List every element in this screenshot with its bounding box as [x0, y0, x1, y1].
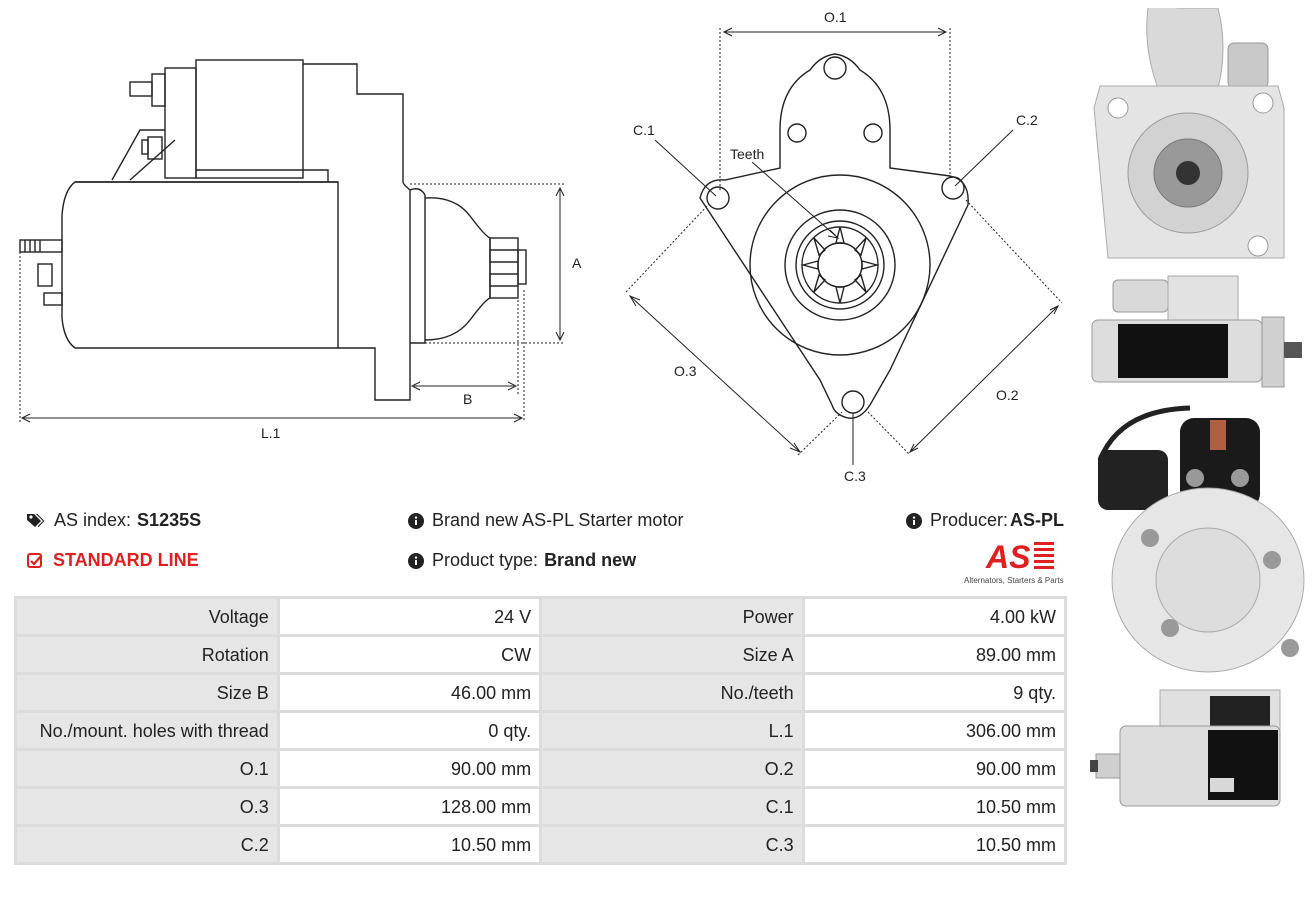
spec-key: Voltage [17, 599, 277, 634]
dim-label-teeth: Teeth [730, 146, 764, 162]
side-view-drawing: A B L.1 [19, 59, 582, 441]
as-index-label: AS index: [54, 510, 132, 530]
dim-label-o2: O.2 [996, 387, 1019, 403]
logo-mark: AS [985, 539, 1054, 575]
spec-key: O.1 [17, 751, 277, 786]
dim-label-o1: O.1 [824, 9, 847, 25]
spec-value: 24 V [279, 599, 540, 634]
standard-line-label: STANDARD LINE [53, 550, 199, 570]
product-photo-front[interactable] [1088, 8, 1288, 270]
spec-value: 46.00 mm [279, 675, 540, 710]
logo-tagline: Alternators, Starters & Parts [964, 576, 1064, 585]
spec-key: Power [542, 599, 802, 634]
checkbox-icon [27, 552, 43, 569]
spec-key: Size B [17, 675, 277, 710]
dim-label-b: B [463, 391, 472, 407]
producer: Producer: AS-PL [906, 510, 1064, 531]
product-type-value: Brand new [544, 550, 637, 570]
as-pl-logo: AS Alternators, Starters & Parts [964, 538, 1068, 585]
spec-key: C.2 [17, 827, 277, 862]
as-index: AS index: S1235S [26, 510, 201, 531]
info-circle-icon [408, 512, 424, 529]
spec-value: 10.50 mm [279, 827, 540, 862]
info-circle-icon [408, 552, 424, 569]
dim-label-c3: C.3 [844, 468, 866, 484]
product-type: Product type: Brand new [408, 550, 636, 571]
dim-label-c1: C.1 [633, 122, 655, 138]
spec-value: CW [279, 637, 540, 672]
description: Brand new AS-PL Starter motor [408, 510, 683, 531]
description-text: Brand new AS-PL Starter motor [432, 510, 684, 530]
spec-key: C.3 [542, 827, 802, 862]
dim-label-l1: L.1 [261, 425, 281, 441]
dim-label-a: A [572, 255, 582, 271]
spec-value: 10.50 mm [804, 827, 1064, 862]
producer-label: Producer: [930, 510, 1009, 530]
spec-value: 89.00 mm [804, 637, 1064, 672]
spec-key: No./teeth [542, 675, 802, 710]
product-photo-side[interactable] [1088, 272, 1308, 390]
spec-key: L.1 [542, 713, 802, 748]
spec-key: Rotation [17, 637, 277, 672]
tags-icon [26, 512, 46, 530]
product-type-label: Product type: [432, 550, 539, 570]
front-view-drawing: O.1 C.1 C.2 Teeth O.3 O.2 C.3 [625, 9, 1063, 484]
producer-value: AS-PL [1010, 510, 1065, 530]
info-circle-icon [906, 512, 922, 529]
dim-label-c2: C.2 [1016, 112, 1038, 128]
dim-label-o3: O.3 [674, 363, 697, 379]
spec-value: 0 qty. [279, 713, 540, 748]
product-photo-rear[interactable] [1090, 400, 1306, 676]
spec-value: 90.00 mm [279, 751, 540, 786]
spec-value: 9 qty. [804, 675, 1064, 710]
product-photo-side-2[interactable] [1090, 686, 1310, 816]
spec-key: Size A [542, 637, 802, 672]
spec-key: O.3 [17, 789, 277, 824]
logo-letters: AS [985, 539, 1031, 572]
spec-key: No./mount. holes with thread [17, 713, 277, 748]
spec-value: 90.00 mm [804, 751, 1064, 786]
spec-value: 128.00 mm [279, 789, 540, 824]
standard-line: STANDARD LINE [27, 550, 199, 571]
spec-value: 306.00 mm [804, 713, 1064, 748]
spec-key: C.1 [542, 789, 802, 824]
as-index-value: S1235S [137, 510, 202, 530]
spec-key: O.2 [542, 751, 802, 786]
spec-value: 10.50 mm [804, 789, 1064, 824]
spec-value: 4.00 kW [804, 599, 1064, 634]
